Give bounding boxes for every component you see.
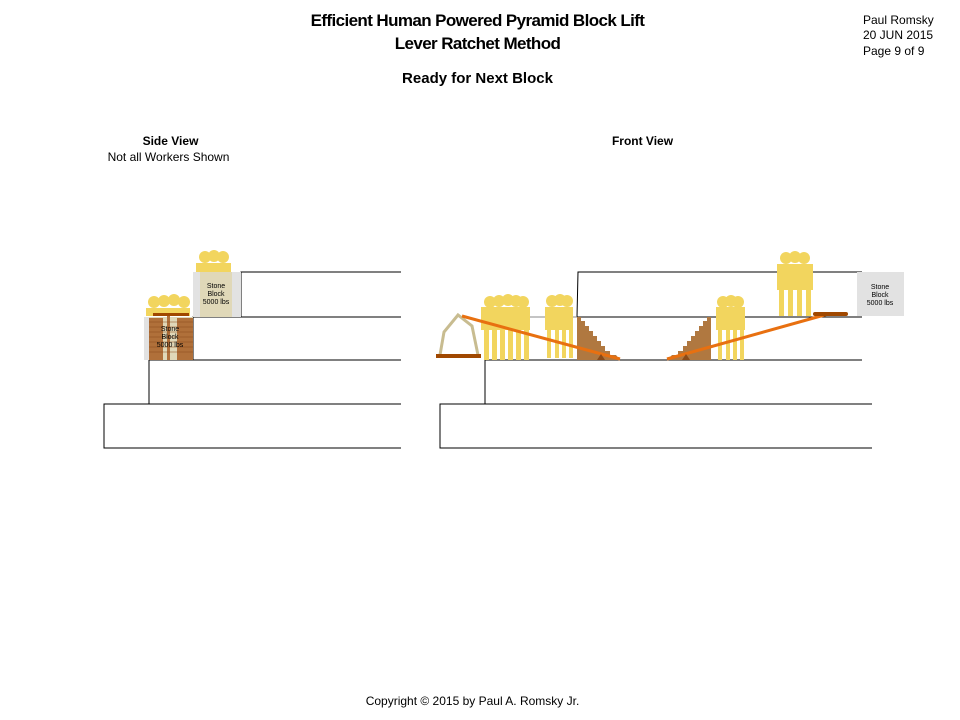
svg-text:Stone: Stone — [207, 283, 225, 290]
side-view-label: Side View — [142, 134, 199, 148]
svg-text:Block: Block — [161, 334, 179, 341]
title-line-1: Efficient Human Powered Pyramid Block Li… — [310, 11, 645, 30]
worker-group — [545, 294, 573, 358]
front-stone-block: Stone Block 5000 lbs — [857, 272, 904, 316]
svg-text:Stone: Stone — [871, 284, 889, 291]
subtitle: Ready for Next Block — [402, 70, 553, 87]
copyright: Copyright © 2015 by Paul A. Romsky Jr. — [365, 694, 580, 708]
fulcrum-icon — [597, 354, 605, 360]
svg-text:Block: Block — [207, 291, 225, 298]
side-lower-block: Stone Block 5000 lbs — [144, 312, 193, 360]
worker-group — [716, 295, 745, 360]
side-view-note: Not all Workers Shown — [107, 150, 230, 164]
author: Paul Romsky — [863, 13, 934, 27]
page-number: Page 9 of 9 — [863, 44, 925, 58]
svg-text:Stone: Stone — [161, 326, 179, 333]
lever-right — [666, 312, 848, 361]
side-upper-block: Stone Block 5000 lbs — [193, 272, 241, 317]
front-view-label: Front View — [611, 134, 674, 148]
svg-text:5000 lbs: 5000 lbs — [157, 342, 184, 349]
worker-group — [146, 294, 190, 316]
lever-left — [461, 314, 621, 361]
svg-text:5000 lbs: 5000 lbs — [203, 299, 230, 306]
trestle — [436, 312, 481, 358]
date: 20 JUN 2015 — [863, 28, 934, 42]
fulcrum-icon — [682, 354, 690, 360]
worker-group — [777, 251, 813, 316]
svg-text:Block: Block — [871, 292, 889, 299]
svg-text:5000 lbs: 5000 lbs — [867, 300, 894, 307]
title-line-2: Lever Ratchet Method — [394, 34, 561, 53]
worker-group — [196, 250, 231, 272]
